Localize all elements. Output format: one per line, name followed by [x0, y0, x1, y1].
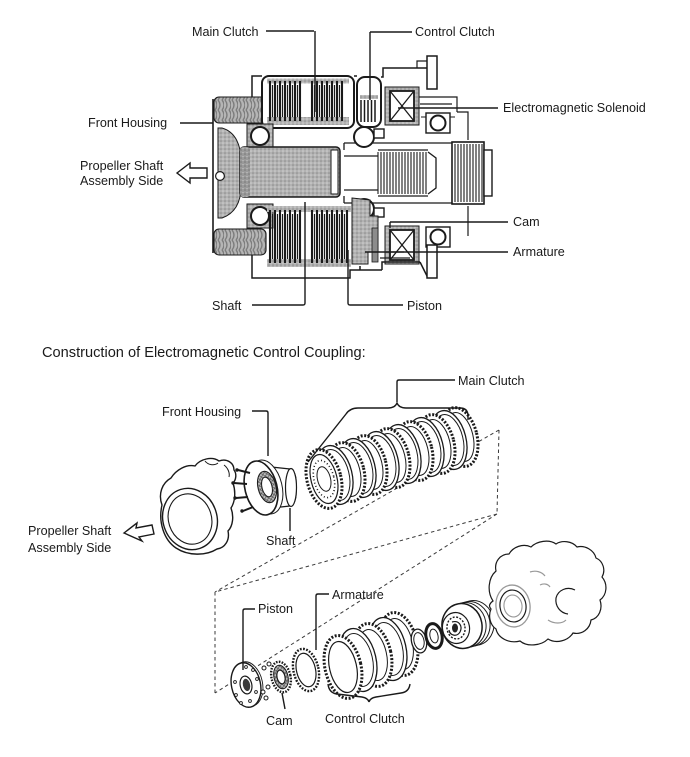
- main-clutch-exploded-leader: [396, 379, 455, 402]
- spline-outline: [378, 149, 437, 197]
- cam-exploded-leader: [281, 692, 286, 710]
- main-clutch-bracket: [307, 401, 469, 463]
- assembly-side-text: Assembly Side: [28, 541, 111, 555]
- housing-steps-top-right: [416, 60, 458, 112]
- piston-leader: [347, 250, 403, 306]
- control-clutch-strip: [360, 95, 378, 99]
- electromagnetic-solenoid-label: Electromagnetic Solenoid: [503, 101, 646, 115]
- main-clutch-plates-top-tall: [268, 81, 344, 121]
- assembly-side-text: Assembly Side: [80, 174, 163, 188]
- clutch-drum-part: [441, 600, 495, 650]
- armature-section: [371, 227, 379, 263]
- assembly-plane-dashed: [214, 429, 500, 694]
- main-clutch-exploded-label: Main Clutch: [458, 374, 525, 388]
- housing-cover-bottom: [251, 255, 429, 279]
- left-arrow-icon: [175, 161, 208, 185]
- clutch-strip-bottom-upper: [267, 206, 351, 212]
- control-clutch-leader: [369, 31, 412, 100]
- piston-exploded-leader: [242, 608, 255, 670]
- shaft-groove: [330, 149, 339, 195]
- snap-ring: [410, 628, 428, 654]
- cam-leader: [389, 221, 508, 228]
- control-clutch-plates-top: [360, 100, 376, 122]
- shaft-label: Shaft: [212, 299, 242, 313]
- main-clutch-plates-bottom-short: [271, 214, 346, 259]
- bearing-bottom-left: [246, 203, 274, 229]
- thread-band-top: [213, 96, 267, 124]
- housing-cover-top: [251, 67, 427, 97]
- output-coupling: [451, 111, 493, 236]
- clutch-top-strip: [267, 78, 349, 84]
- tilted-left-arrow-icon: [122, 521, 155, 543]
- cross-section-diagram: Main Clutch Control Clutch Electromagnet…: [80, 25, 646, 313]
- clutch-strip-bottom-lower: [267, 259, 351, 267]
- piston-part: [230, 661, 264, 708]
- housing-port: [215, 171, 226, 182]
- front-housing-part: [159, 457, 237, 555]
- bearing-bottom-right: [425, 226, 451, 248]
- seal-ring: [424, 622, 444, 650]
- spline-teeth: [377, 152, 427, 194]
- key-bottom: [373, 207, 385, 218]
- ball-top: [353, 126, 375, 148]
- front-housing-exploded-leader: [252, 410, 269, 456]
- bearing-top-left: [246, 123, 274, 149]
- flange-bar-bottom: [426, 244, 438, 279]
- construction-title: Construction of Electromagnetic Control …: [42, 345, 366, 361]
- shaft-block: [239, 146, 341, 198]
- shaft-block-cap: [240, 147, 250, 197]
- armature-exploded-label: Armature: [332, 588, 384, 602]
- piston-label: Piston: [407, 299, 442, 313]
- cam-exploded-label: Cam: [266, 714, 293, 728]
- bolt-rollers: [260, 661, 272, 701]
- clutch-base-strip: [267, 117, 349, 125]
- cam-part: [269, 660, 293, 694]
- propeller-shaft-side-label-bottom: Propeller Shaft Assembly Side: [28, 521, 155, 555]
- main-clutch-label: Main Clutch: [192, 25, 259, 39]
- flange-bar-top: [426, 55, 438, 90]
- control-clutch-brace: [327, 683, 411, 703]
- key-top: [373, 128, 385, 139]
- bearing-top-right: [421, 112, 455, 134]
- exploded-view-diagram: Main Clutch Front Housing Shaft Propelle…: [28, 374, 607, 728]
- control-clutch-exploded-label: Control Clutch: [325, 712, 405, 726]
- main-clutch-plates-bottom-tall: [268, 210, 349, 263]
- shaft-exploded-label: Shaft: [266, 534, 296, 548]
- main-clutch-leader: [266, 30, 316, 112]
- solenoid-top: [384, 86, 420, 126]
- shaft-leader: [252, 202, 306, 306]
- control-clutch-label: Control Clutch: [415, 25, 495, 39]
- rear-housing-part: [488, 540, 607, 646]
- armature-part: [291, 647, 321, 693]
- piston-exploded-label: Piston: [258, 602, 293, 616]
- control-clutch-part: [322, 611, 420, 700]
- thread-band-bottom: [213, 228, 267, 256]
- propeller-shaft-text: Propeller Shaft: [80, 159, 164, 173]
- front-housing-exploded-label: Front Housing: [162, 405, 241, 419]
- shaft-part: [231, 459, 298, 516]
- propeller-shaft-text: Propeller Shaft: [28, 524, 112, 538]
- axis-channel: [343, 142, 452, 204]
- propeller-shaft-side-label-top: Propeller Shaft Assembly Side: [80, 159, 208, 188]
- armature-exploded-leader: [315, 593, 329, 650]
- armature-label: Armature: [513, 245, 565, 259]
- front-housing-label: Front Housing: [88, 116, 167, 130]
- main-clutch-part: [304, 406, 480, 510]
- cam-label: Cam: [513, 215, 540, 229]
